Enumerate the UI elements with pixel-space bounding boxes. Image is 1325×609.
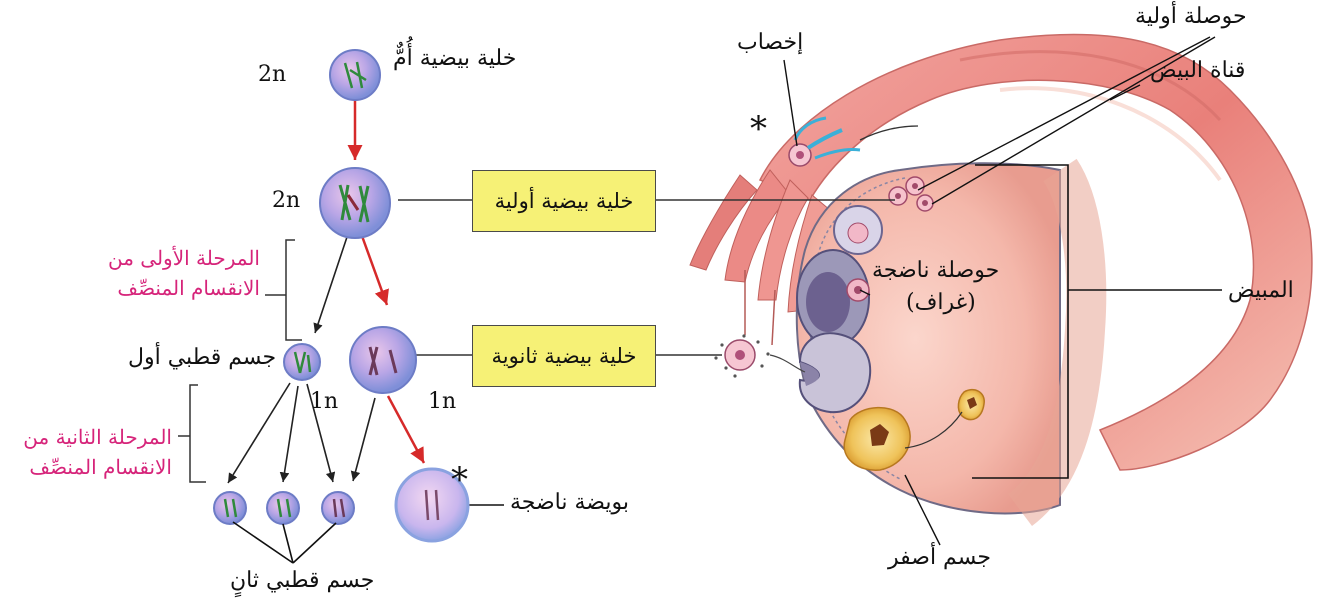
ploidy-label-polar: 1n [310, 389, 338, 415]
phase-meiosis-two-line2: الانقسام المنصِّف [0, 455, 172, 479]
ploidy-label-mother: 2n [258, 62, 286, 88]
mature-follicle [797, 250, 869, 346]
cell-primary [320, 168, 390, 238]
label-mature-ovum: بويضة ناضجة [510, 490, 629, 516]
label-oviduct: قناة البيض [1150, 58, 1245, 84]
growing-follicle [834, 206, 882, 254]
cell-polar-2a [214, 492, 246, 524]
label-mother-cell: خلية بيضية أُمٌّ [393, 46, 516, 72]
ruptured-follicle [800, 333, 870, 412]
polar-body-leaders [233, 522, 336, 563]
label-fertilization: إخصاب [737, 30, 803, 56]
cell-polar-1 [284, 344, 320, 380]
phase-meiosis-one-line2: الانقسام المنصِّف [82, 276, 260, 300]
label-corpus-luteum: جسم أصفر [888, 545, 991, 571]
ploidy-label-secondary: 1n [428, 389, 456, 415]
cell-polar-2b [267, 492, 299, 524]
cell-mother [330, 50, 380, 100]
released-ovum [714, 334, 805, 377]
cell-secondary [350, 327, 416, 393]
ploidy-label-primary: 2n [272, 188, 300, 214]
label-ovary: المبيض [1228, 278, 1294, 304]
box-secondary-oocyte: خلية بيضية ثانوية [472, 325, 656, 387]
label-graafian: (غراف) [906, 290, 976, 316]
phase-meiosis-two-line1: المرحلة الثانية من [0, 425, 172, 449]
label-primary-follicle: حوصلة أولية [1135, 4, 1247, 30]
box-primary-oocyte: خلية بيضية أولية [472, 170, 656, 232]
label-mature-follicle: حوصلة ناضجة [872, 258, 999, 284]
phase-meiosis-one-line1: المرحلة الأولى من [82, 246, 260, 270]
label-second-polar-body: جسم قطبي ثانٍ [230, 568, 374, 594]
marker-fertilization: * [750, 112, 767, 146]
marker-ovum: * [451, 463, 468, 497]
cell-polar-2c [322, 492, 354, 524]
label-first-polar-body: جسم قطبي أول [128, 345, 276, 371]
